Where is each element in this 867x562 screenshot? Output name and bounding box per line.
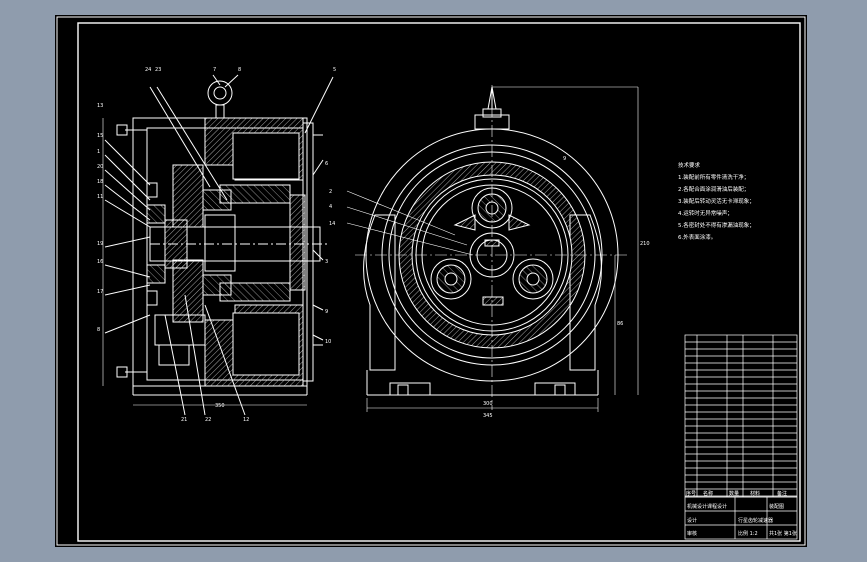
bom-col-material: 材料 xyxy=(750,490,760,497)
svg-text:24: 24 xyxy=(145,67,151,73)
svg-text:20: 20 xyxy=(97,164,103,170)
svg-text:13: 13 xyxy=(97,103,103,109)
svg-text:21: 21 xyxy=(181,417,187,423)
svg-text:5: 5 xyxy=(333,67,336,73)
outer-frame xyxy=(56,16,806,546)
svg-text:22: 22 xyxy=(205,417,211,423)
svg-text:86: 86 xyxy=(617,321,623,327)
bom-col-no: 序号 xyxy=(686,490,696,497)
svg-text:17: 17 xyxy=(97,289,103,295)
svg-text:345: 345 xyxy=(483,413,493,419)
bom-col-qty: 数量 xyxy=(729,490,739,497)
requirement-line: 6.外表面涂漆。 xyxy=(678,233,716,241)
end-view-balloons: 2 4 14 9 210 86 300 345 xyxy=(329,156,650,419)
bom-header: 序号 名称 数量 材料 备注 xyxy=(686,490,787,497)
end-view xyxy=(346,85,639,412)
svg-text:350: 350 xyxy=(215,403,225,409)
svg-text:300: 300 xyxy=(483,401,493,407)
svg-text:2: 2 xyxy=(329,189,332,195)
bom-col-remark: 备注 xyxy=(777,490,787,497)
requirements-heading: 技术要求 xyxy=(678,161,701,169)
title-block xyxy=(684,496,798,540)
scale-text: 比例 1:2 xyxy=(738,530,758,537)
checker-text: 审核 xyxy=(687,530,697,537)
svg-text:9: 9 xyxy=(563,156,566,162)
svg-text:9: 9 xyxy=(325,309,328,315)
sheet-text: 共1张 第1张 xyxy=(769,530,797,537)
parts-list xyxy=(684,334,798,498)
svg-text:7: 7 xyxy=(213,67,216,73)
svg-text:14: 14 xyxy=(329,221,335,227)
technical-requirements: 技术要求 1.装配前所有零件清洗干净； 2.各配合面涂润滑油后装配； 3.装配后… xyxy=(678,161,755,241)
svg-text:3: 3 xyxy=(325,259,328,265)
svg-text:16: 16 xyxy=(97,259,103,265)
inner-frame xyxy=(77,22,801,542)
drawing-name: 行星齿轮减速器 xyxy=(738,517,773,524)
svg-text:10: 10 xyxy=(325,339,331,345)
designer-text: 设计 xyxy=(687,517,697,524)
svg-text:6: 6 xyxy=(325,161,328,167)
title-block-text: 行星齿轮减速器 装配图 比例 1:2 机械设计课程设计 共1张 第1张 设计 审… xyxy=(687,503,797,537)
svg-text:8: 8 xyxy=(97,327,100,333)
requirement-line: 3.装配后转动灵活无卡滞现象； xyxy=(678,197,755,205)
section-balloons: 13 15 1 20 18 11 19 16 17 8 24 23 7 8 5 … xyxy=(97,67,336,423)
school-text: 机械设计课程设计 xyxy=(687,503,727,510)
drawing-sheet: 13 15 1 20 18 11 19 16 17 8 24 23 7 8 5 … xyxy=(55,15,807,547)
requirement-line: 5.各密封处不得有渗漏油现象； xyxy=(678,221,755,229)
requirement-line: 4.运转时无异常噪声； xyxy=(678,209,733,217)
svg-text:11: 11 xyxy=(97,194,103,200)
svg-text:8: 8 xyxy=(238,67,241,73)
svg-text:23: 23 xyxy=(155,67,161,73)
svg-text:18: 18 xyxy=(97,179,103,185)
section-view xyxy=(102,74,334,416)
bom-col-name: 名称 xyxy=(703,490,713,497)
svg-text:4: 4 xyxy=(329,204,332,210)
requirement-line: 2.各配合面涂润滑油后装配； xyxy=(678,185,749,193)
requirement-line: 1.装配前所有零件清洗干净； xyxy=(678,173,749,181)
drawing-type: 装配图 xyxy=(769,503,784,510)
svg-text:210: 210 xyxy=(640,241,650,247)
svg-text:15: 15 xyxy=(97,133,103,139)
svg-text:1: 1 xyxy=(97,149,100,155)
svg-text:12: 12 xyxy=(243,417,249,423)
cad-drawing: 13 15 1 20 18 11 19 16 17 8 24 23 7 8 5 … xyxy=(56,16,806,546)
svg-text:19: 19 xyxy=(97,241,103,247)
